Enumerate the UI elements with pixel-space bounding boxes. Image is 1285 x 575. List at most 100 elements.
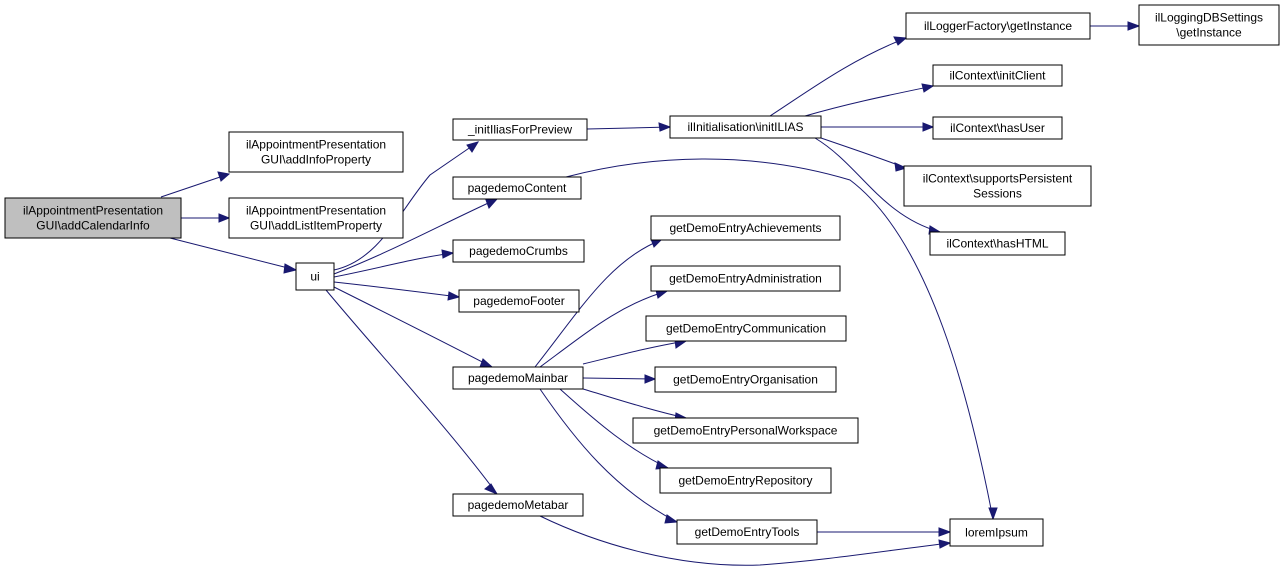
edge-line — [333, 286, 493, 368]
node-hasUser[interactable]: ilContext\hasUser — [932, 116, 1063, 140]
node-organisation[interactable]: getDemoEntryOrganisation — [654, 366, 837, 393]
node-box[interactable] — [458, 289, 580, 313]
edge-line — [582, 340, 687, 365]
edge-arrowhead — [922, 122, 935, 132]
node-box[interactable] — [295, 262, 335, 291]
node-box[interactable] — [929, 231, 1066, 256]
edge-arrowhead — [447, 291, 461, 301]
node-box[interactable] — [654, 366, 837, 393]
node-loggingDB[interactable]: ilLoggingDBSettings\getInstance — [1138, 4, 1280, 46]
node-pagedemoFooter[interactable]: pagedemoFooter — [458, 289, 580, 313]
edge-initIliasForPreview-to-initILIAS — [586, 122, 672, 132]
node-ui[interactable]: ui — [295, 262, 335, 291]
node-label: ilInitialisation\initILIAS — [687, 120, 803, 134]
node-box[interactable] — [632, 417, 859, 444]
node-label: GUI\addInfoProperty — [261, 153, 371, 167]
node-loggerFactory[interactable]: ilLoggerFactory\getInstance — [905, 12, 1091, 40]
node-box[interactable] — [228, 197, 404, 239]
node-box[interactable] — [452, 493, 584, 517]
node-box[interactable] — [669, 115, 822, 139]
node-label: ilAppointmentPresentation — [246, 138, 386, 152]
node-hasHTML[interactable]: ilContext\hasHTML — [929, 231, 1066, 256]
node-root[interactable]: ilAppointmentPresentationGUI\addCalendar… — [4, 197, 182, 239]
edge-pagedemoMetabar-to-loremIpsum — [539, 515, 952, 566]
node-repository[interactable]: getDemoEntryRepository — [659, 467, 832, 494]
node-box[interactable] — [4, 197, 182, 239]
edge-ui-to-pagedemoFooter — [333, 281, 461, 301]
node-label: getDemoEntryCommunication — [666, 322, 826, 336]
node-initILIAS[interactable]: ilInitialisation\initILIAS — [669, 115, 822, 139]
edges-layer — [160, 21, 1141, 566]
edge-arrowhead — [283, 263, 298, 274]
edge-pagedemoMainbar-to-communication — [582, 339, 688, 365]
edge-initILIAS-to-hasUser — [821, 122, 935, 132]
node-box[interactable] — [905, 12, 1091, 40]
edge-loggerFactory-to-loggingDB — [1090, 21, 1141, 31]
node-box[interactable] — [1138, 4, 1280, 46]
node-label: pagedemoMetabar — [468, 498, 569, 512]
edge-line — [534, 239, 662, 368]
node-box[interactable] — [903, 165, 1092, 207]
node-box[interactable] — [650, 265, 841, 292]
edge-line — [539, 388, 678, 523]
node-label: ilContext\hasHTML — [946, 237, 1048, 251]
edge-arrowhead — [218, 213, 231, 223]
edge-pagedemoMainbar-to-organisation — [582, 374, 657, 384]
edge-ui-to-pagedemoCrumbs — [333, 249, 455, 278]
node-addInfoProperty[interactable]: ilAppointmentPresentationGUI\addInfoProp… — [228, 131, 404, 173]
edge-arrowhead — [894, 162, 908, 172]
node-box[interactable] — [452, 239, 585, 263]
edge-arrowhead — [466, 141, 480, 153]
edge-line — [333, 252, 454, 278]
node-box[interactable] — [650, 215, 841, 241]
node-label: ui — [310, 270, 319, 284]
node-communication[interactable]: getDemoEntryCommunication — [645, 315, 847, 342]
node-label: loremIpsum — [965, 526, 1028, 540]
edge-arrowhead — [988, 507, 998, 521]
node-label: _initIliasForPreview — [467, 123, 572, 137]
node-box[interactable] — [452, 366, 584, 390]
node-label: pagedemoMainbar — [468, 371, 568, 385]
node-achievements[interactable]: getDemoEntryAchievements — [650, 215, 841, 241]
edge-line — [333, 198, 498, 275]
node-pagedemoMetabar[interactable]: pagedemoMetabar — [452, 493, 584, 517]
edge-line — [582, 377, 656, 380]
edge-arrowhead — [485, 198, 499, 209]
node-tools[interactable]: getDemoEntryTools — [676, 519, 818, 545]
edge-line — [586, 126, 671, 130]
node-loremIpsum[interactable]: loremIpsum — [949, 518, 1044, 547]
edge-tools-to-loremIpsum — [817, 527, 952, 537]
node-label: getDemoEntryAdministration — [669, 272, 822, 286]
edge-root-to-addListItemProperty — [181, 213, 231, 223]
node-box[interactable] — [659, 467, 832, 494]
node-label: GUI\addListItemProperty — [250, 219, 382, 233]
node-box[interactable] — [228, 131, 404, 173]
node-initIliasForPreview[interactable]: _initIliasForPreview — [452, 118, 588, 141]
node-box[interactable] — [452, 176, 582, 200]
node-initClient[interactable]: ilContext\initClient — [932, 64, 1063, 87]
edge-pagedemoMainbar-to-repository — [559, 388, 670, 470]
edge-line — [559, 388, 669, 469]
node-personalWorkspace[interactable]: getDemoEntryPersonalWorkspace — [632, 417, 859, 444]
node-addListItemProperty[interactable]: ilAppointmentPresentationGUI\addListItem… — [228, 197, 404, 239]
node-box[interactable] — [949, 518, 1044, 547]
node-pagedemoCrumbs[interactable]: pagedemoCrumbs — [452, 239, 585, 263]
node-box[interactable] — [932, 64, 1063, 87]
node-box[interactable] — [932, 116, 1063, 140]
node-box[interactable] — [452, 118, 588, 141]
edge-arrowhead — [644, 374, 657, 384]
node-box[interactable] — [676, 519, 818, 545]
edge-arrowhead — [664, 514, 679, 524]
node-label: pagedemoContent — [468, 181, 567, 195]
edge-line — [582, 388, 687, 419]
edge-line — [333, 281, 460, 298]
node-pagedemoMainbar[interactable]: pagedemoMainbar — [452, 366, 584, 390]
node-label: \getInstance — [1176, 26, 1242, 40]
edge-line — [804, 85, 934, 117]
node-label: getDemoEntryOrganisation — [673, 373, 818, 387]
node-box[interactable] — [645, 315, 847, 342]
edge-arrowhead — [1127, 21, 1141, 31]
node-pagedemoContent[interactable]: pagedemoContent — [452, 176, 582, 200]
node-administration[interactable]: getDemoEntryAdministration — [650, 265, 841, 292]
